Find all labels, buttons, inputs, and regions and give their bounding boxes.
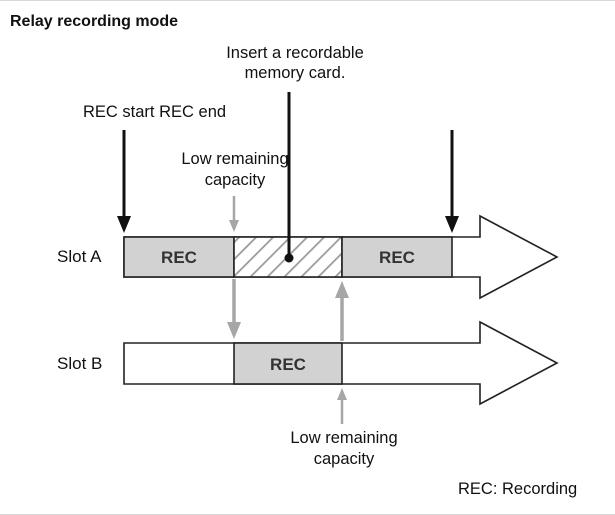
diagram-title: Relay recording mode xyxy=(10,13,179,30)
low-capacity-bottom-arrow xyxy=(337,388,347,424)
low-capacity-top-note: Low remaining capacity xyxy=(135,149,335,191)
rec-end-arrow xyxy=(445,130,459,233)
low-capacity-bottom-note: Low remaining capacity xyxy=(244,428,444,470)
low-capacity-bottom-line1: Low remaining xyxy=(290,429,398,447)
slot-b-rec-segment xyxy=(233,342,343,385)
rec-start-end-label: REC start REC end xyxy=(83,103,227,121)
slot-a-rec-text-1: REC xyxy=(161,248,197,267)
slot-b-rec-text: REC xyxy=(270,355,306,374)
insert-card-line2: memory card. xyxy=(244,64,346,82)
insert-card-note: Insert a recordable memory card. xyxy=(190,43,400,83)
slot-a-rec-text-2: REC xyxy=(379,248,415,267)
slot-a-rec-segment-1 xyxy=(123,236,235,278)
low-capacity-top-line2: capacity xyxy=(204,171,266,189)
insert-card-line1: Insert a recordable xyxy=(226,44,364,62)
slot-b-track: REC xyxy=(123,320,559,406)
slot-a-label: Slot A xyxy=(57,247,102,266)
slot-b-label: Slot B xyxy=(57,354,103,373)
low-capacity-bottom-line2: capacity xyxy=(313,450,375,468)
low-capacity-top-line1: Low remaining xyxy=(181,150,289,168)
insert-card-pointer xyxy=(284,92,294,263)
rec-start-arrow xyxy=(117,130,131,233)
slot-a-rec-segment-2 xyxy=(341,236,453,278)
switch-to-slot-b-arrow xyxy=(227,279,241,339)
rec-legend: REC: Recording xyxy=(458,480,578,498)
switch-to-slot-a-arrow xyxy=(335,281,349,341)
low-capacity-top-arrow xyxy=(229,196,239,232)
